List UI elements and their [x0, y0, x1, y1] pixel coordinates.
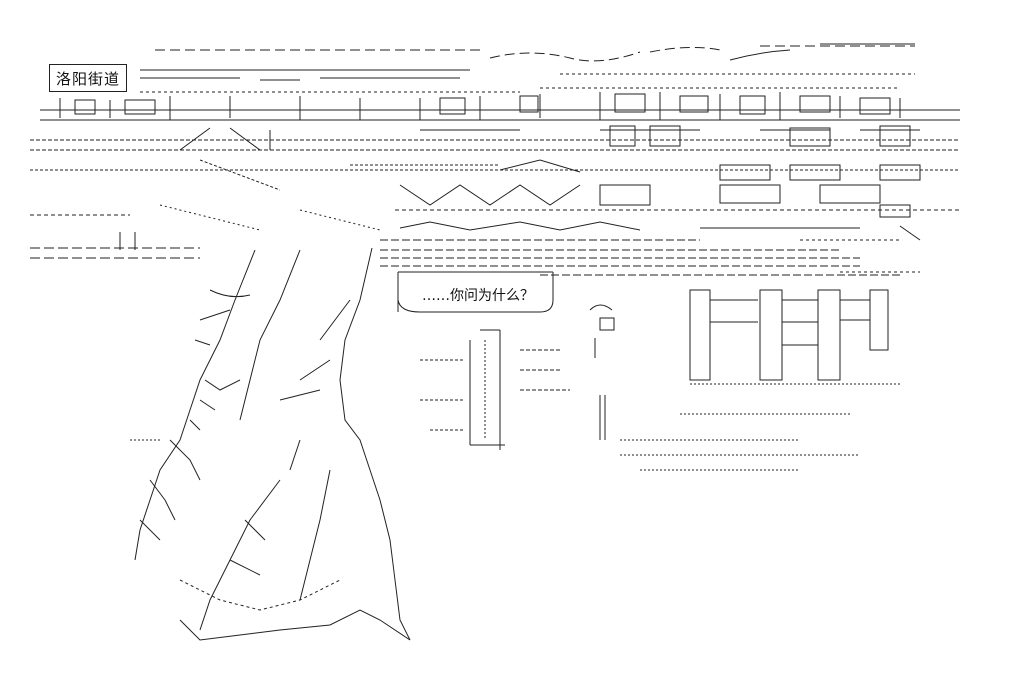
street-sign: 洛阳街道 — [49, 64, 127, 92]
ground-lines — [130, 439, 860, 471]
speech-bubble: ……你问为什么？ — [406, 282, 550, 308]
right-side-buildings — [589, 289, 900, 441]
speech-bubble-frame — [397, 271, 554, 313]
background-street-scene — [30, 43, 960, 276]
girl-figure — [134, 247, 411, 641]
gate-doors — [420, 329, 570, 450]
